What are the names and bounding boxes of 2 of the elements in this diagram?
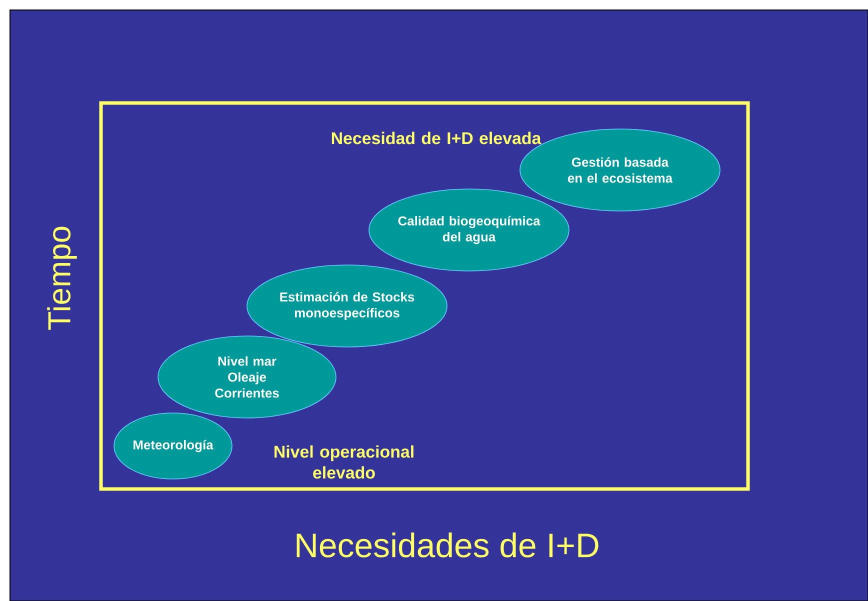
axis-label: Tiempo bbox=[47, 226, 77, 330]
axis-label: Necesidades de I+D bbox=[296, 532, 598, 558]
